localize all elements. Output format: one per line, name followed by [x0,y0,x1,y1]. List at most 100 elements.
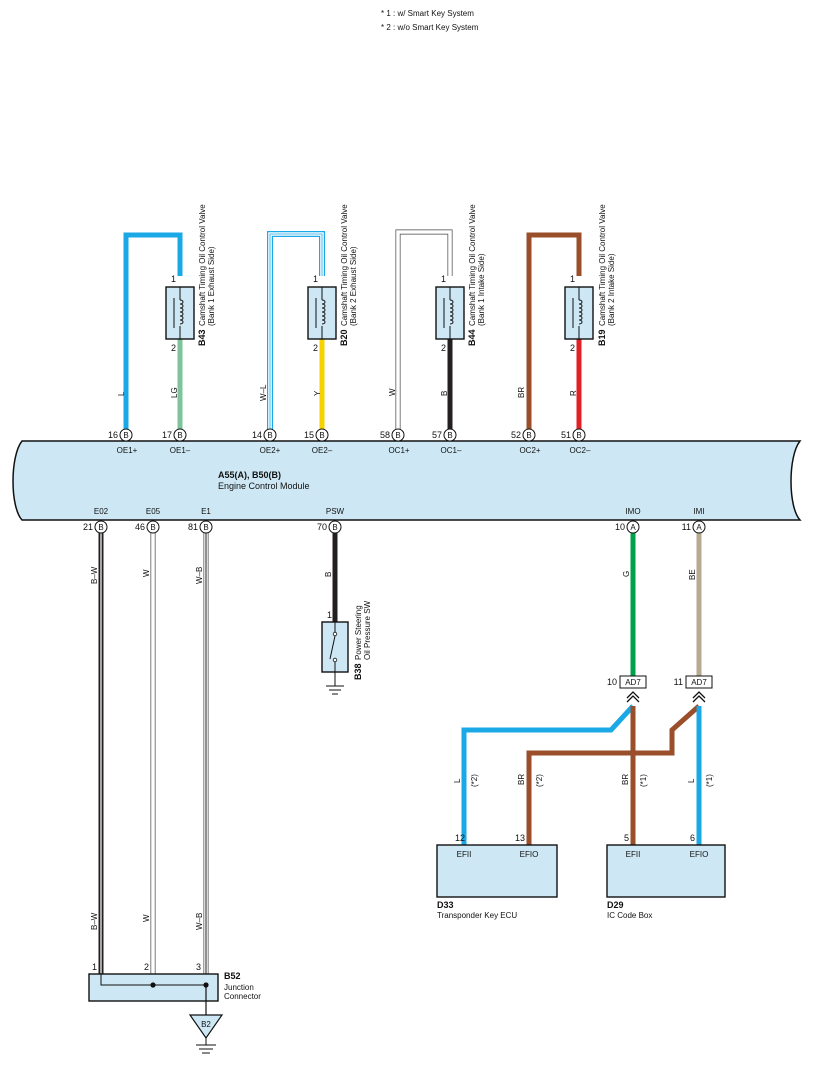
pin-connector-letter: B [319,431,324,440]
ad7-code: AD7 [625,678,641,687]
valve-b19-label: B19 Camshaft Timing Oil Control Valve (B… [597,204,616,346]
pin-signal: IMI [693,507,704,516]
svg-text:B44: B44 [467,329,477,346]
junction-code: B52 [224,971,241,981]
d33-name: Transponder Key ECU [437,911,517,920]
ecm-bottom-pins [94,520,706,534]
d29-name: IC Code Box [607,911,652,920]
svg-text:(Bank 2 Exhaust Side): (Bank 2 Exhaust Side) [349,246,358,326]
d33-pin: 12 [455,833,465,843]
pin-number: 51 [561,430,571,440]
wire-label-e02: B–W [90,566,99,584]
junction-line2: Connector [224,992,261,1001]
ground-code: B2 [201,1020,211,1029]
ad7-pin: 10 [607,677,617,687]
wire-label-oc2-plus: BR [517,387,526,398]
pin-connector-letter: B [98,523,103,532]
pin-signal: OE2– [312,446,333,455]
junction-dot [150,982,156,988]
ps-switch-b38 [321,621,349,695]
wire-label-imo: G [622,571,631,577]
ps-switch-label: B38 Power Steering Oil Pressure SW [353,600,372,680]
valve-b20 [307,286,337,340]
pin-number: 46 [135,522,145,532]
wire-label-e02-low: B–W [90,912,99,930]
svg-text:Camshaft Timing Oil Control Va: Camshaft Timing Oil Control Valve [198,204,207,326]
junction-pin: 2 [144,962,149,972]
wire-label-oc1-minus: B [440,391,449,396]
pin-number: 16 [108,430,118,440]
wire-label-oe2-plus: W–L [259,384,268,401]
wire-label-oe1-plus: L [117,391,126,396]
pin-connector-letter: B [332,523,337,532]
valve-b19 [564,286,594,340]
valve-b19-pin2: 2 [570,343,575,353]
pin-signal: OE2+ [260,446,281,455]
wire-label-oc2-minus: R [569,390,578,396]
wire-label-e05-low: W [142,914,151,922]
pin-number: 17 [162,430,172,440]
connector-ad7-10 [619,675,647,703]
pin-signal: OC2– [570,446,591,455]
wire-label-oe1-minus: LG [170,387,179,398]
pin-connector-letter: B [267,431,272,440]
pin-connector-letter: A [696,523,702,532]
ecm-code: A55(A), B50(B) [218,470,281,480]
svg-text:Oil Pressure SW: Oil Pressure SW [363,600,372,660]
wire-note-d33-l: (*2) [470,774,479,787]
valve-b44 [435,286,465,340]
svg-text:(Bank 1 Intake Side): (Bank 1 Intake Side) [477,253,486,326]
wire-label-d33-l: L [453,778,462,783]
svg-text:Power Steering: Power Steering [354,605,363,660]
wire-oc2-plus [526,232,582,432]
junction-pin: 3 [196,962,201,972]
junction-bus [100,974,206,986]
d29-code: D29 [607,900,624,910]
valve-b44-label: B44 Camshaft Timing Oil Control Valve (B… [467,204,486,346]
d29-terminal-label: EFII [626,850,641,859]
d33-code: D33 [437,900,454,910]
svg-text:B20: B20 [339,329,349,346]
wire-note-d29-br: (*1) [639,774,648,787]
wire-label-e1-low: W–B [195,913,204,930]
d29-pin: 5 [624,833,629,843]
d33-terminal-label: EFIO [520,850,539,859]
pin-number: 10 [615,522,625,532]
wire-label-oe2-minus: Y [313,390,322,396]
pin-signal: OC2+ [519,446,540,455]
svg-text:B19: B19 [597,329,607,346]
switch-contact-icon [329,635,336,660]
pin-signal: OE1– [170,446,191,455]
coil-icon [449,299,454,325]
wire-label-d29-l: L [687,778,696,783]
wire-note-d33-br: (*2) [535,774,544,787]
pin-signal: OE1+ [117,446,138,455]
pin-signal: E05 [146,507,161,516]
pin-connector-letter: B [203,523,208,532]
ground-b2-triangle [188,1014,224,1040]
note-no-smart-key: * 2 : w/o Smart Key System [381,23,479,32]
valve-b20-pin1: 1 [313,274,318,284]
pin-number: 21 [83,522,93,532]
ad7-pin: 11 [674,677,683,687]
valve-b43-pin2: 2 [171,343,176,353]
wire-label-e05: W [142,569,151,577]
d29-pin: 6 [690,833,695,843]
pin-number: 11 [682,522,691,532]
pin-connector-letter: B [123,431,128,440]
wire-label-e1: W–B [195,567,204,584]
pin-number: 14 [252,430,262,440]
pin-signal: IMO [625,507,640,516]
valve-b44-pin2: 2 [441,343,446,353]
ecm-name: Engine Control Module [218,481,310,491]
ground-icon [326,672,344,695]
d33-pin: 13 [515,833,525,843]
connector-ad7-11 [685,675,713,703]
pin-connector-letter: B [150,523,155,532]
svg-text:(Bank 1 Exhaust Side): (Bank 1 Exhaust Side) [207,246,216,326]
pin-connector-letter: A [630,523,636,532]
wire-label-oc1-plus: W [388,388,397,396]
svg-text:B38: B38 [353,663,363,680]
pin-connector-letter: B [576,431,581,440]
